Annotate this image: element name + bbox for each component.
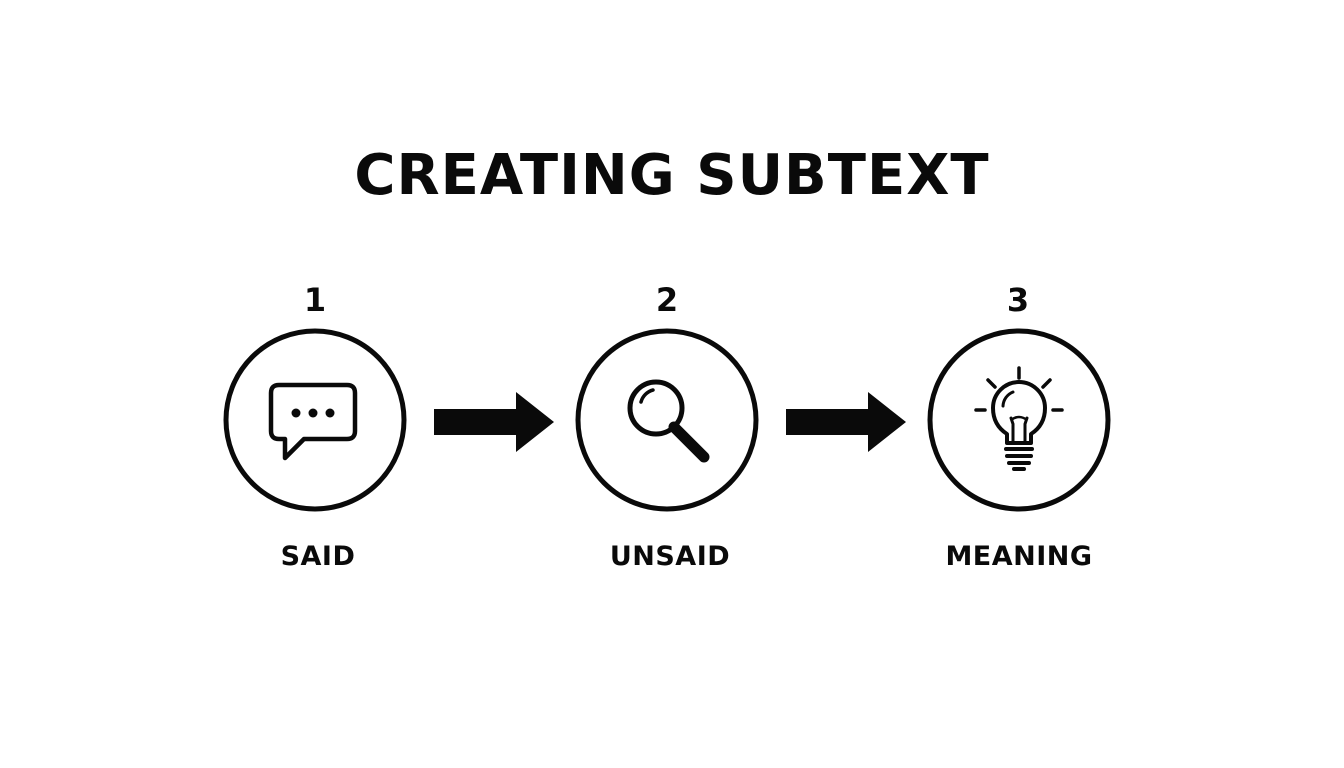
arrow-right-icon xyxy=(786,392,908,452)
step-circle-said xyxy=(223,328,407,512)
step-label-said: SAID xyxy=(280,541,356,572)
step-number-3: 3 xyxy=(1006,281,1030,319)
arrow-right-icon xyxy=(434,392,556,452)
speech-bubble-icon xyxy=(268,382,358,461)
step-label-unsaid: UNSAID xyxy=(609,541,731,572)
magnifying-glass-icon xyxy=(627,379,710,463)
step-circle-meaning xyxy=(927,328,1111,512)
lightbulb-icon xyxy=(974,366,1064,471)
step-label-meaning: MEANING xyxy=(945,541,1093,572)
step-circle-unsaid xyxy=(575,328,759,512)
step-number-2: 2 xyxy=(655,281,679,319)
step-number-1: 1 xyxy=(303,281,327,319)
diagram-title: CREATING SUBTEXT xyxy=(354,143,990,208)
